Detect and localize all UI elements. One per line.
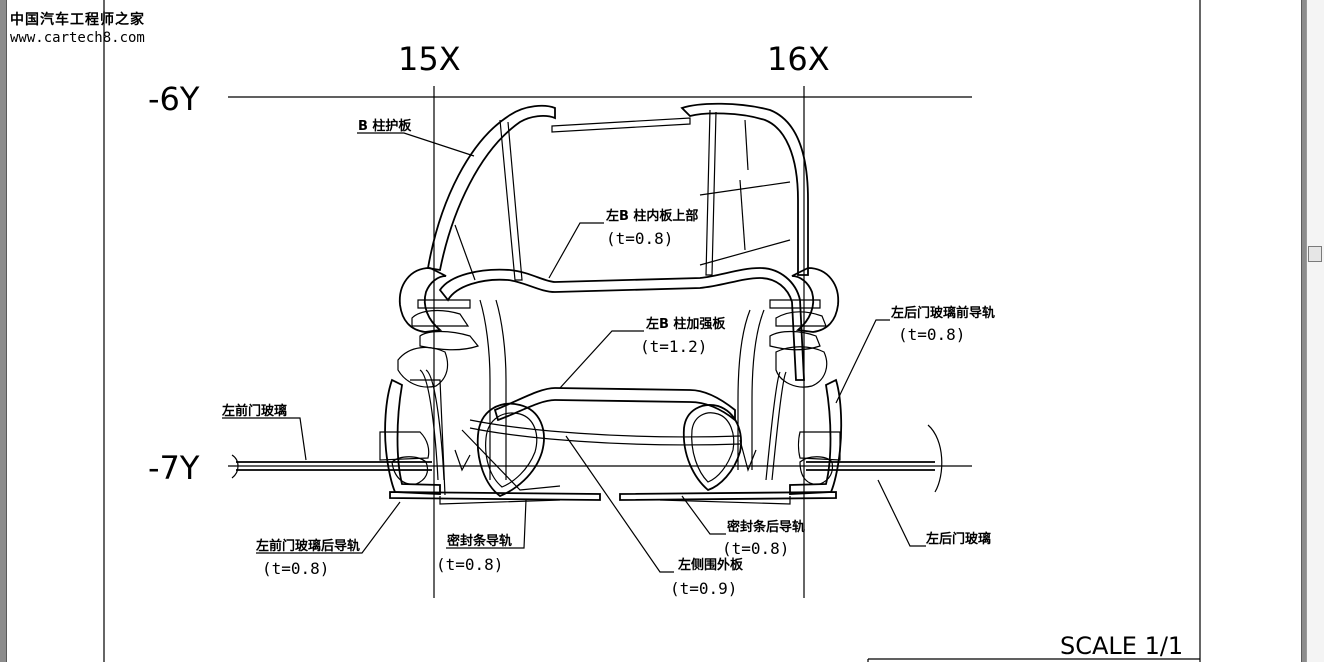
label-b-pillar-reinforcement: 左B 柱加强板 (646, 316, 726, 332)
label-b-pillar-inner-upper: 左B 柱内板上部 (606, 208, 698, 224)
scrollbar-thumb[interactable] (1308, 246, 1322, 262)
watermark-site-name: 中国汽车工程师之家 (10, 12, 145, 28)
left-window-edge (0, 0, 7, 662)
watermark-url: www.cartech8.com (10, 30, 145, 46)
label-front-door-glass-rear-guide-thickness: (t=0.8) (262, 559, 329, 578)
label-rear-door-glass-front-guide-thickness: (t=0.8) (898, 325, 965, 344)
scale-note: SCALE 1/1 (1060, 632, 1183, 660)
leader-lines (222, 132, 926, 573)
door-glass (231, 424, 943, 493)
label-seal-strip-rear-guide: 密封条后导轨 (726, 519, 805, 535)
label-body-side-outer-thickness: (t=0.9) (670, 579, 737, 598)
label-seal-strip-rear-guide-thickness: (t=0.8) (722, 539, 789, 558)
right-door-seal-group (619, 267, 843, 505)
b-pillar-trim-shape (426, 102, 809, 281)
vertical-scrollbar[interactable] (1306, 0, 1324, 662)
label-seal-strip-guide-thickness: (t=0.8) (436, 555, 503, 574)
grid-label-6y: -6Y (148, 80, 200, 118)
label-b-pillar-trim: B 柱护板 (358, 118, 412, 134)
label-seal-strip-guide: 密封条导轨 (446, 533, 512, 549)
label-rear-door-glass-front-guide: 左后门玻璃前导轨 (891, 305, 995, 321)
label-b-pillar-reinforcement-thickness: (t=1.2) (640, 337, 707, 356)
label-rear-door-glass: 左后门玻璃 (926, 531, 991, 547)
grid-label-15x: 15X (398, 40, 461, 78)
label-front-door-glass: 左前门玻璃 (222, 403, 287, 419)
b-pillar-reinforcement-shape (469, 387, 741, 446)
grid-label-16x: 16X (767, 40, 830, 78)
label-body-side-outer: 左侧围外板 (678, 557, 744, 573)
label-front-door-glass-rear-guide: 左前门玻璃后导轨 (256, 538, 360, 554)
label-b-pillar-inner-upper-thickness: (t=0.8) (606, 229, 673, 248)
left-door-seal-group (379, 267, 601, 505)
seal-bulbs (476, 402, 742, 498)
grid-label-7y: -7Y (148, 449, 200, 487)
b-pillar-inner-upper-shape (438, 267, 805, 480)
